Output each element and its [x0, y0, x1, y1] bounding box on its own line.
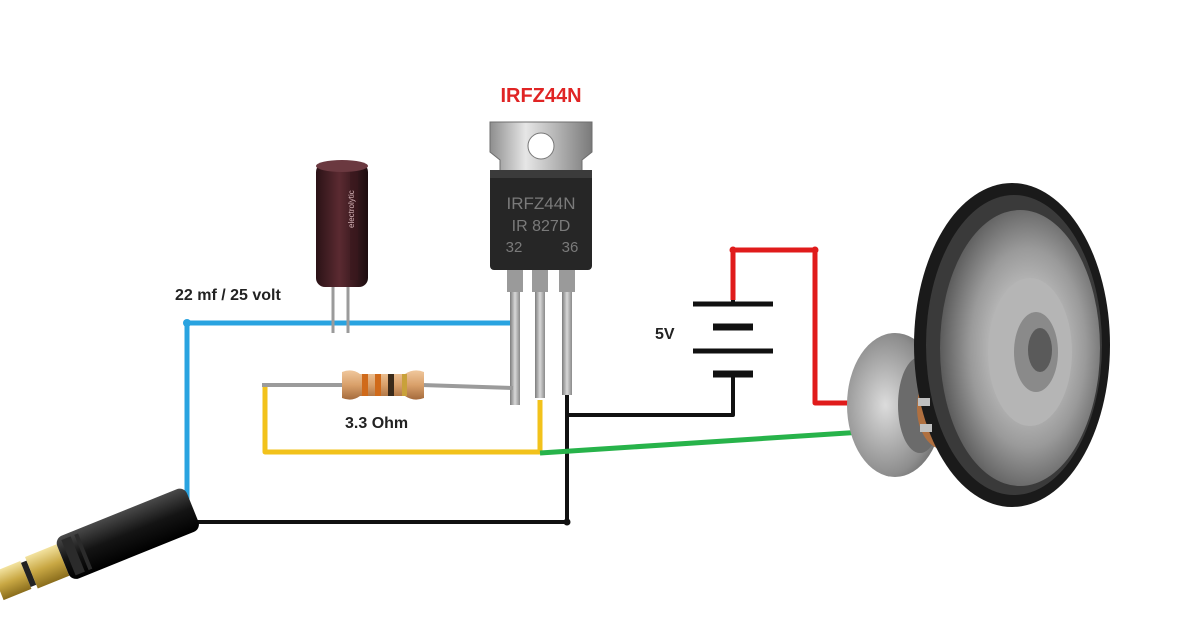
- resistor-label: 3.3 Ohm: [345, 415, 408, 432]
- capacitor-label: 22 mf / 25 volt: [175, 287, 281, 304]
- transistor-marking: IRFZ44N: [507, 194, 576, 213]
- transistor-marking: IR 827D: [512, 218, 571, 235]
- wire-node: [183, 319, 191, 327]
- wire-node: [563, 518, 571, 526]
- transistor-marking: 32: [506, 239, 523, 256]
- transistor-marking: 36: [562, 239, 579, 256]
- resistor-icon: [262, 370, 514, 400]
- capacitor-icon: electrolytic: [316, 160, 368, 333]
- battery-symbol: [693, 300, 773, 380]
- wire-yellow: [262, 385, 543, 455]
- audio-jack-icon: [0, 488, 199, 601]
- wire-node: [811, 246, 819, 254]
- speaker-icon: [847, 183, 1110, 507]
- mosfet-transistor-icon: IRFZ44N IR 827D 32 36: [489, 121, 593, 405]
- wire-node: [729, 246, 737, 254]
- wire-blue: [184, 320, 515, 505]
- svg-text:electrolytic: electrolytic: [347, 190, 356, 228]
- transistor-title-label: IRFZ44N: [500, 85, 581, 107]
- wire-black-battery: [567, 380, 735, 417]
- battery-label: 5V: [655, 326, 675, 343]
